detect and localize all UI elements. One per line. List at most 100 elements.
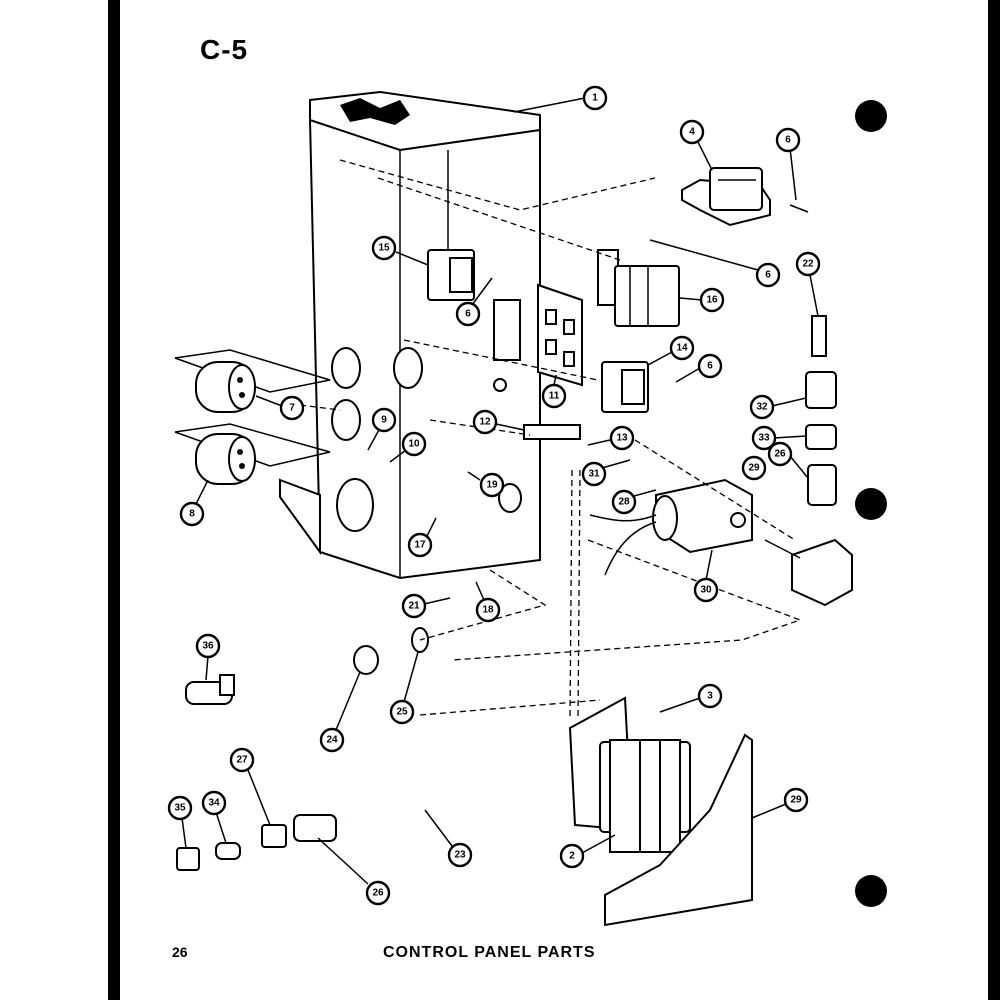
callout-23: 23 xyxy=(424,809,473,868)
transformer xyxy=(681,167,809,227)
contactor-2 xyxy=(568,696,691,853)
fitting-27 xyxy=(261,824,287,848)
callout-34: 34 xyxy=(201,790,227,844)
relay-16 xyxy=(597,249,680,327)
svg-text:6: 6 xyxy=(465,309,471,320)
relay-15 xyxy=(427,249,475,301)
tube-23 xyxy=(344,745,426,826)
relay-14 xyxy=(601,361,649,413)
svg-text:29: 29 xyxy=(748,463,760,474)
svg-text:29: 29 xyxy=(790,795,802,806)
callout-12: 12 xyxy=(472,409,525,435)
svg-text:13: 13 xyxy=(616,433,628,444)
callout-21: 21 xyxy=(401,593,451,619)
callout-11: 11 xyxy=(541,374,567,409)
callout-6: 6 xyxy=(775,127,801,201)
svg-text:28: 28 xyxy=(618,497,630,508)
callout-17: 17 xyxy=(407,517,437,558)
callout-27: 27 xyxy=(229,747,271,826)
svg-text:10: 10 xyxy=(408,439,420,450)
nut-35 xyxy=(176,847,200,871)
solenoid-valve-body xyxy=(764,538,853,607)
punch-hole-top xyxy=(855,100,887,132)
svg-text:21: 21 xyxy=(408,601,420,612)
callout-16: 16 xyxy=(679,287,725,313)
svg-text:34: 34 xyxy=(208,798,220,809)
tee-fitting-36 xyxy=(185,674,235,705)
callout-29: 29 xyxy=(741,455,767,481)
svg-text:25: 25 xyxy=(396,707,408,718)
callout-8: 8 xyxy=(179,479,209,527)
callout-13: 13 xyxy=(587,425,635,451)
callout-6: 6 xyxy=(455,277,493,327)
svg-text:31: 31 xyxy=(588,469,600,480)
page-edge xyxy=(988,0,1000,1000)
callout-7: 7 xyxy=(255,395,305,421)
callout-18: 18 xyxy=(475,581,501,623)
callout-29: 29 xyxy=(751,787,809,819)
callout-15: 15 xyxy=(371,235,429,266)
callout-10: 10 xyxy=(389,431,427,463)
svg-text:6: 6 xyxy=(785,135,791,146)
circuit-board-11 xyxy=(537,283,583,387)
capacitor-7 xyxy=(174,349,331,413)
callout-33: 33 xyxy=(751,425,807,451)
svg-text:26: 26 xyxy=(774,449,786,460)
callout-19: 19 xyxy=(467,471,505,498)
control-box-housing xyxy=(279,90,541,580)
callout-24: 24 xyxy=(319,671,361,753)
svg-text:32: 32 xyxy=(756,402,768,413)
callout-9: 9 xyxy=(367,407,397,451)
callout-22: 22 xyxy=(795,251,821,317)
fitting-26 xyxy=(293,814,337,842)
svg-text:4: 4 xyxy=(689,127,695,138)
svg-text:8: 8 xyxy=(189,509,195,520)
svg-text:23: 23 xyxy=(454,850,466,861)
svg-text:11: 11 xyxy=(549,391,560,402)
svg-text:12: 12 xyxy=(479,417,491,428)
svg-text:18: 18 xyxy=(482,605,494,616)
bushing-24 xyxy=(353,645,379,675)
svg-text:6: 6 xyxy=(765,270,771,281)
callout-4: 4 xyxy=(679,119,713,171)
callout-26: 26 xyxy=(317,837,391,906)
callout-25: 25 xyxy=(389,651,419,725)
callout-35: 35 xyxy=(167,795,193,849)
svg-text:24: 24 xyxy=(326,735,338,746)
svg-text:1: 1 xyxy=(592,93,598,104)
svg-text:2: 2 xyxy=(569,851,575,862)
svg-text:6: 6 xyxy=(707,361,713,372)
punch-hole-bottom xyxy=(855,875,887,907)
callout-6: 6 xyxy=(675,353,723,383)
callout-1: 1 xyxy=(513,85,608,113)
fitting-stack xyxy=(805,315,837,506)
callout-30: 30 xyxy=(693,549,719,603)
svg-text:22: 22 xyxy=(802,259,814,270)
page-number: 26 xyxy=(172,944,188,960)
svg-text:27: 27 xyxy=(236,755,248,766)
callout-28: 28 xyxy=(611,489,657,515)
callout-36: 36 xyxy=(195,633,221,681)
capacitor-8 xyxy=(174,423,331,485)
svg-text:35: 35 xyxy=(174,803,186,814)
callout-32: 32 xyxy=(749,394,807,420)
page-id: C-5 xyxy=(200,34,249,65)
svg-text:16: 16 xyxy=(706,295,718,306)
callout-2: 2 xyxy=(559,834,616,869)
svg-text:19: 19 xyxy=(486,480,498,491)
svg-text:17: 17 xyxy=(414,540,426,551)
page-caption: CONTROL PANEL PARTS xyxy=(383,944,596,961)
mounting-bracket-29 xyxy=(604,733,753,927)
punch-hole-middle xyxy=(855,488,887,520)
callout-3: 3 xyxy=(659,683,723,713)
insert-34 xyxy=(215,842,241,860)
terminal-strip-12 xyxy=(523,424,581,440)
callout-31: 31 xyxy=(581,459,631,487)
svg-text:14: 14 xyxy=(676,343,688,354)
svg-text:7: 7 xyxy=(289,403,295,414)
callout-26: 26 xyxy=(767,441,809,479)
svg-text:30: 30 xyxy=(700,585,712,596)
